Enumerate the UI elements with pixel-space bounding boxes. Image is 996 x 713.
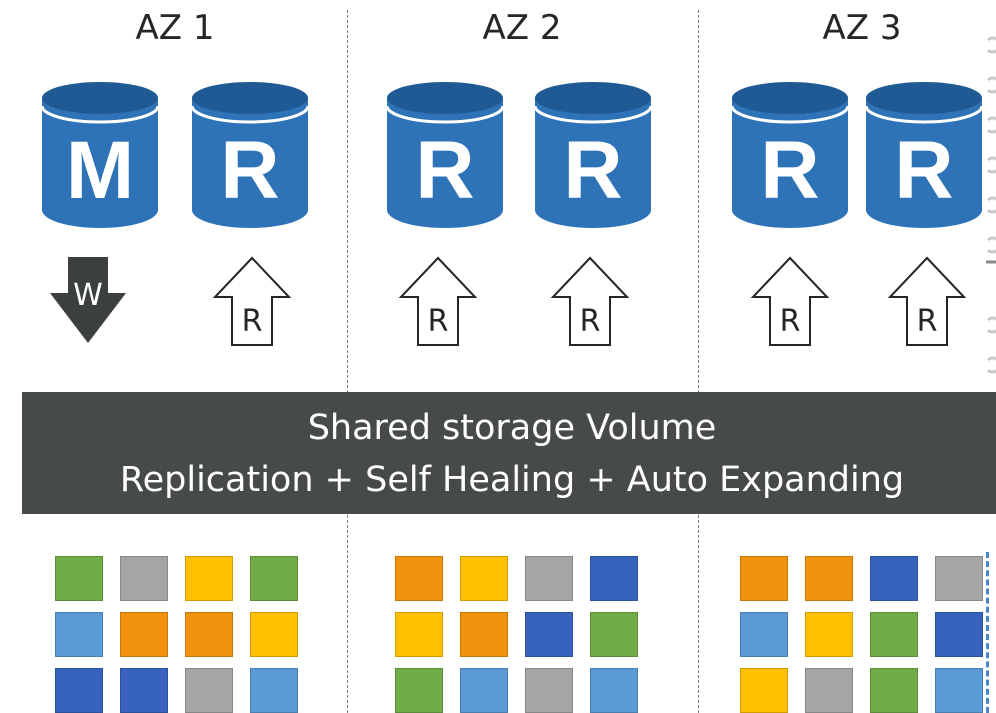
db-letter: M: [66, 125, 134, 216]
az3-title: AZ 3: [822, 8, 902, 48]
replica-db-icon: R: [864, 80, 984, 230]
replica-db-icon: R: [533, 80, 653, 230]
arrow-label: R: [242, 304, 263, 339]
db-letter: R: [563, 125, 622, 216]
replica-db-icon: R: [190, 80, 310, 230]
storage-block: [250, 668, 298, 713]
arrow-label: R: [917, 304, 938, 339]
storage-block: [740, 668, 788, 713]
storage-block: [55, 556, 103, 601]
storage-block: [460, 556, 508, 601]
storage-block: [120, 556, 168, 601]
storage-block: [525, 612, 573, 657]
storage-block: [185, 556, 233, 601]
cropped-edge-decoration: [986, 36, 996, 374]
storage-block: [740, 612, 788, 657]
storage-block: [120, 612, 168, 657]
az2-title: AZ 2: [482, 8, 562, 48]
storage-block: [525, 668, 573, 713]
storage-block: [805, 612, 853, 657]
az-divider-2-3: [698, 10, 699, 713]
storage-block: [55, 612, 103, 657]
az3-storage-blocks: [740, 556, 983, 713]
storage-block: [870, 612, 918, 657]
storage-block: [935, 556, 983, 601]
storage-subtitle: Replication + Self Healing + Auto Expand…: [119, 460, 905, 500]
storage-title: Shared storage Volume: [307, 408, 717, 448]
storage-block: [525, 556, 573, 601]
storage-block: [870, 668, 918, 713]
storage-block: [460, 612, 508, 657]
az-divider-1-2: [347, 10, 348, 713]
cropped-edge-line: [986, 552, 989, 713]
storage-block: [590, 612, 638, 657]
storage-block: [870, 556, 918, 601]
storage-block: [935, 612, 983, 657]
shared-storage-banner: Shared storage Volume Replication + Self…: [22, 392, 996, 514]
arrow-label: W: [73, 278, 103, 313]
storage-block: [185, 668, 233, 713]
replica-db-icon: R: [385, 80, 505, 230]
db-letter: R: [415, 125, 474, 216]
read-arrow-icon: R: [887, 255, 967, 350]
replica-db-icon: R: [730, 80, 850, 230]
storage-block: [805, 668, 853, 713]
storage-block: [805, 556, 853, 601]
read-arrow-icon: R: [750, 255, 830, 350]
db-letter: R: [220, 125, 279, 216]
az2-storage-blocks: [395, 556, 638, 713]
db-letter: R: [760, 125, 819, 216]
arrow-label: R: [580, 304, 601, 339]
storage-block: [935, 668, 983, 713]
storage-block: [55, 668, 103, 713]
az1-storage-blocks: [55, 556, 298, 713]
arrow-label: R: [428, 304, 449, 339]
az1-title: AZ 1: [135, 8, 215, 48]
storage-block: [250, 556, 298, 601]
storage-block: [395, 668, 443, 713]
read-arrow-icon: R: [212, 255, 292, 350]
storage-block: [120, 668, 168, 713]
storage-block: [395, 556, 443, 601]
storage-block: [590, 668, 638, 713]
write-arrow-icon: W: [48, 255, 128, 350]
read-arrow-icon: R: [550, 255, 630, 350]
arrow-label: R: [780, 304, 801, 339]
storage-block: [185, 612, 233, 657]
storage-block: [740, 556, 788, 601]
db-letter: R: [894, 125, 953, 216]
storage-block: [250, 612, 298, 657]
read-arrow-icon: R: [398, 255, 478, 350]
storage-block: [395, 612, 443, 657]
storage-block: [460, 668, 508, 713]
master-db-icon: M: [40, 80, 160, 230]
storage-block: [590, 556, 638, 601]
